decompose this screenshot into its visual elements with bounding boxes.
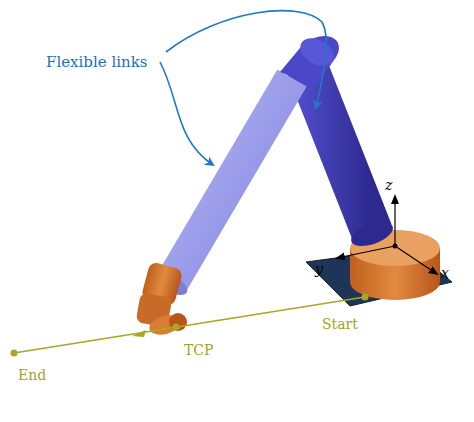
axis-label: y <box>315 262 323 277</box>
point-label: TCP <box>184 343 213 358</box>
axis-label: z <box>385 178 392 193</box>
point-label: End <box>18 368 46 383</box>
point-label: Start <box>322 317 358 332</box>
axis-label: x <box>441 266 449 281</box>
callout-label: Flexible links <box>46 54 147 71</box>
